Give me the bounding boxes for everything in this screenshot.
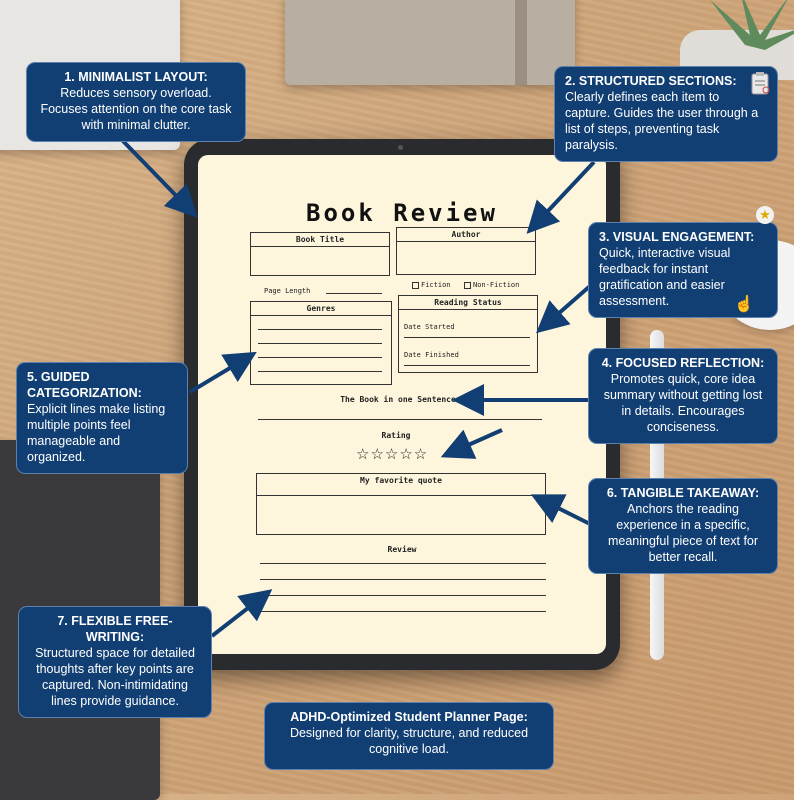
pointing-hand-icon: ☝ — [734, 296, 754, 313]
callout-title: 1. MINIMALIST LAYOUT: — [64, 70, 208, 84]
fiction-label: Fiction — [421, 281, 451, 289]
book-title-label: Book Title — [251, 233, 389, 247]
callout-title: 5. GUIDED CATEGORIZATION: — [27, 370, 142, 400]
callout-body: Explicit lines make listing multiple poi… — [27, 402, 166, 464]
callout-minimalist-layout: 1. MINIMALIST LAYOUT: Reduces sensory ov… — [26, 62, 246, 142]
non-fiction-checkbox[interactable] — [464, 281, 471, 289]
favorite-quote-box[interactable]: My favorite quote — [256, 473, 546, 535]
genres-box[interactable]: Genres — [250, 301, 392, 385]
rating-label: Rating — [381, 431, 411, 440]
callout-guided-categorization: 5. GUIDED CATEGORIZATION: Explicit lines… — [16, 362, 188, 474]
one-sentence-line[interactable] — [258, 419, 542, 420]
favorite-quote-label: My favorite quote — [360, 476, 442, 485]
review-line[interactable] — [260, 563, 546, 564]
callout-visual-engagement: 3. VISUAL ENGAGEMENT: Quick, interactive… — [588, 222, 778, 318]
non-fiction-label: Non-Fiction — [473, 281, 520, 289]
callout-body: Structured space for detailed thoughts a… — [35, 646, 195, 708]
fiction-option[interactable]: Fiction — [412, 281, 451, 289]
review-line[interactable] — [260, 595, 546, 596]
callout-summary: ADHD-Optimized Student Planner Page: Des… — [264, 702, 554, 770]
callout-focused-reflection: 4. FOCUSED REFLECTION: Promotes quick, c… — [588, 348, 778, 444]
callout-body: Anchors the reading experience in a spec… — [607, 502, 759, 564]
notebook-strap — [515, 0, 527, 85]
fiction-checkbox[interactable] — [412, 281, 419, 289]
review-line[interactable] — [260, 579, 546, 580]
callout-body: Reduces sensory overload. Focuses attent… — [40, 86, 232, 132]
callout-structured-sections: 2. STRUCTURED SECTIONS: Clearly defines … — [554, 66, 778, 162]
date-started-label: Date Started — [404, 323, 455, 331]
date-finished-line[interactable] — [404, 365, 530, 366]
clipboard-icon — [751, 72, 770, 95]
callout-body: Clearly defines each item to capture. Gu… — [565, 90, 759, 152]
non-fiction-option[interactable]: Non-Fiction — [464, 281, 519, 289]
camera-dot — [398, 145, 403, 150]
reading-status-label: Reading Status — [399, 296, 537, 310]
callout-body: Designed for clarity, structure, and red… — [289, 726, 529, 756]
genres-label: Genres — [251, 302, 391, 316]
notebook-taupe — [285, 0, 575, 85]
reading-status-box[interactable]: Reading Status — [398, 295, 538, 373]
rating-stars[interactable]: ☆☆☆☆☆ — [356, 446, 429, 463]
review-line[interactable] — [260, 611, 546, 612]
callout-body: Quick, interactive visual feedback for i… — [599, 246, 731, 308]
callout-body: Promotes quick, core idea summary withou… — [603, 372, 763, 434]
planner-page: Book Review Book Title Author Page Lengt… — [198, 155, 606, 654]
page-length-label: Page Length — [264, 287, 311, 295]
date-finished-label: Date Finished — [404, 351, 459, 359]
tablet: Book Review Book Title Author Page Lengt… — [184, 139, 620, 670]
callout-title: 4. FOCUSED REFLECTION: — [601, 356, 765, 370]
callout-flexible-free-writing: 7. FLEXIBLE FREE-WRITING: Structured spa… — [18, 606, 212, 718]
genre-line[interactable] — [258, 329, 382, 330]
quote-divider — [256, 495, 544, 496]
callout-tangible-takeaway: 6. TANGIBLE TAKEAWAY: Anchors the readin… — [588, 478, 778, 574]
genre-line[interactable] — [258, 371, 382, 372]
page-title: Book Review — [306, 199, 498, 227]
book-title-field[interactable]: Book Title — [250, 232, 390, 276]
star-bubble-icon: ★ — [756, 206, 774, 224]
genre-line[interactable] — [258, 357, 382, 358]
callout-title: 7. FLEXIBLE FREE-WRITING: — [57, 614, 173, 644]
review-label: Review — [387, 545, 417, 554]
author-label: Author — [397, 228, 535, 242]
date-started-line[interactable] — [404, 337, 530, 338]
callout-title: ADHD-Optimized Student Planner Page: — [290, 710, 528, 724]
page-length-line[interactable] — [326, 293, 382, 294]
author-field[interactable]: Author — [396, 227, 536, 275]
callout-title: 3. VISUAL ENGAGEMENT: — [599, 230, 755, 244]
callout-title: 6. TANGIBLE TAKEAWAY: — [606, 486, 760, 500]
one-sentence-label: The Book in one Sentence — [340, 395, 456, 404]
genre-line[interactable] — [258, 343, 382, 344]
callout-title: 2. STRUCTURED SECTIONS: — [565, 74, 737, 88]
